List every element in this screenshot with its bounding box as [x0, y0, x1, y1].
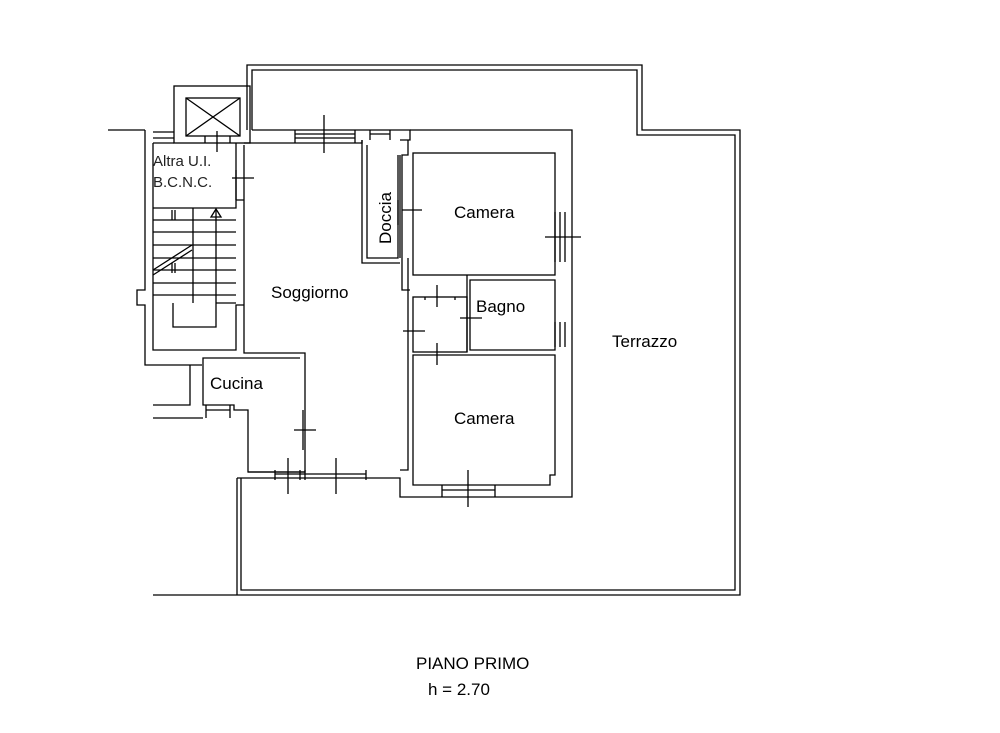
stair-core	[136, 130, 244, 366]
label-camera-top: Camera	[454, 203, 515, 222]
label-altra-ui: Altra U.I.	[153, 153, 211, 170]
label-doccia: Doccia	[376, 191, 395, 244]
bedrooms-block	[403, 152, 581, 507]
doccia-room	[361, 140, 422, 264]
label-bagno: Bagno	[476, 297, 525, 316]
height-note: h = 2.70	[428, 680, 490, 699]
label-camera-bottom: Camera	[454, 409, 515, 428]
label-cucina: Cucina	[210, 374, 263, 393]
elevator	[173, 85, 251, 152]
label-soggiorno: Soggiorno	[271, 283, 349, 302]
plan-title: PIANO PRIMO	[416, 654, 529, 673]
terrace-outline	[153, 64, 741, 596]
label-bcnc: B.C.N.C.	[153, 174, 212, 191]
neighbour-walls	[108, 129, 203, 419]
label-terrazzo: Terrazzo	[612, 332, 677, 351]
